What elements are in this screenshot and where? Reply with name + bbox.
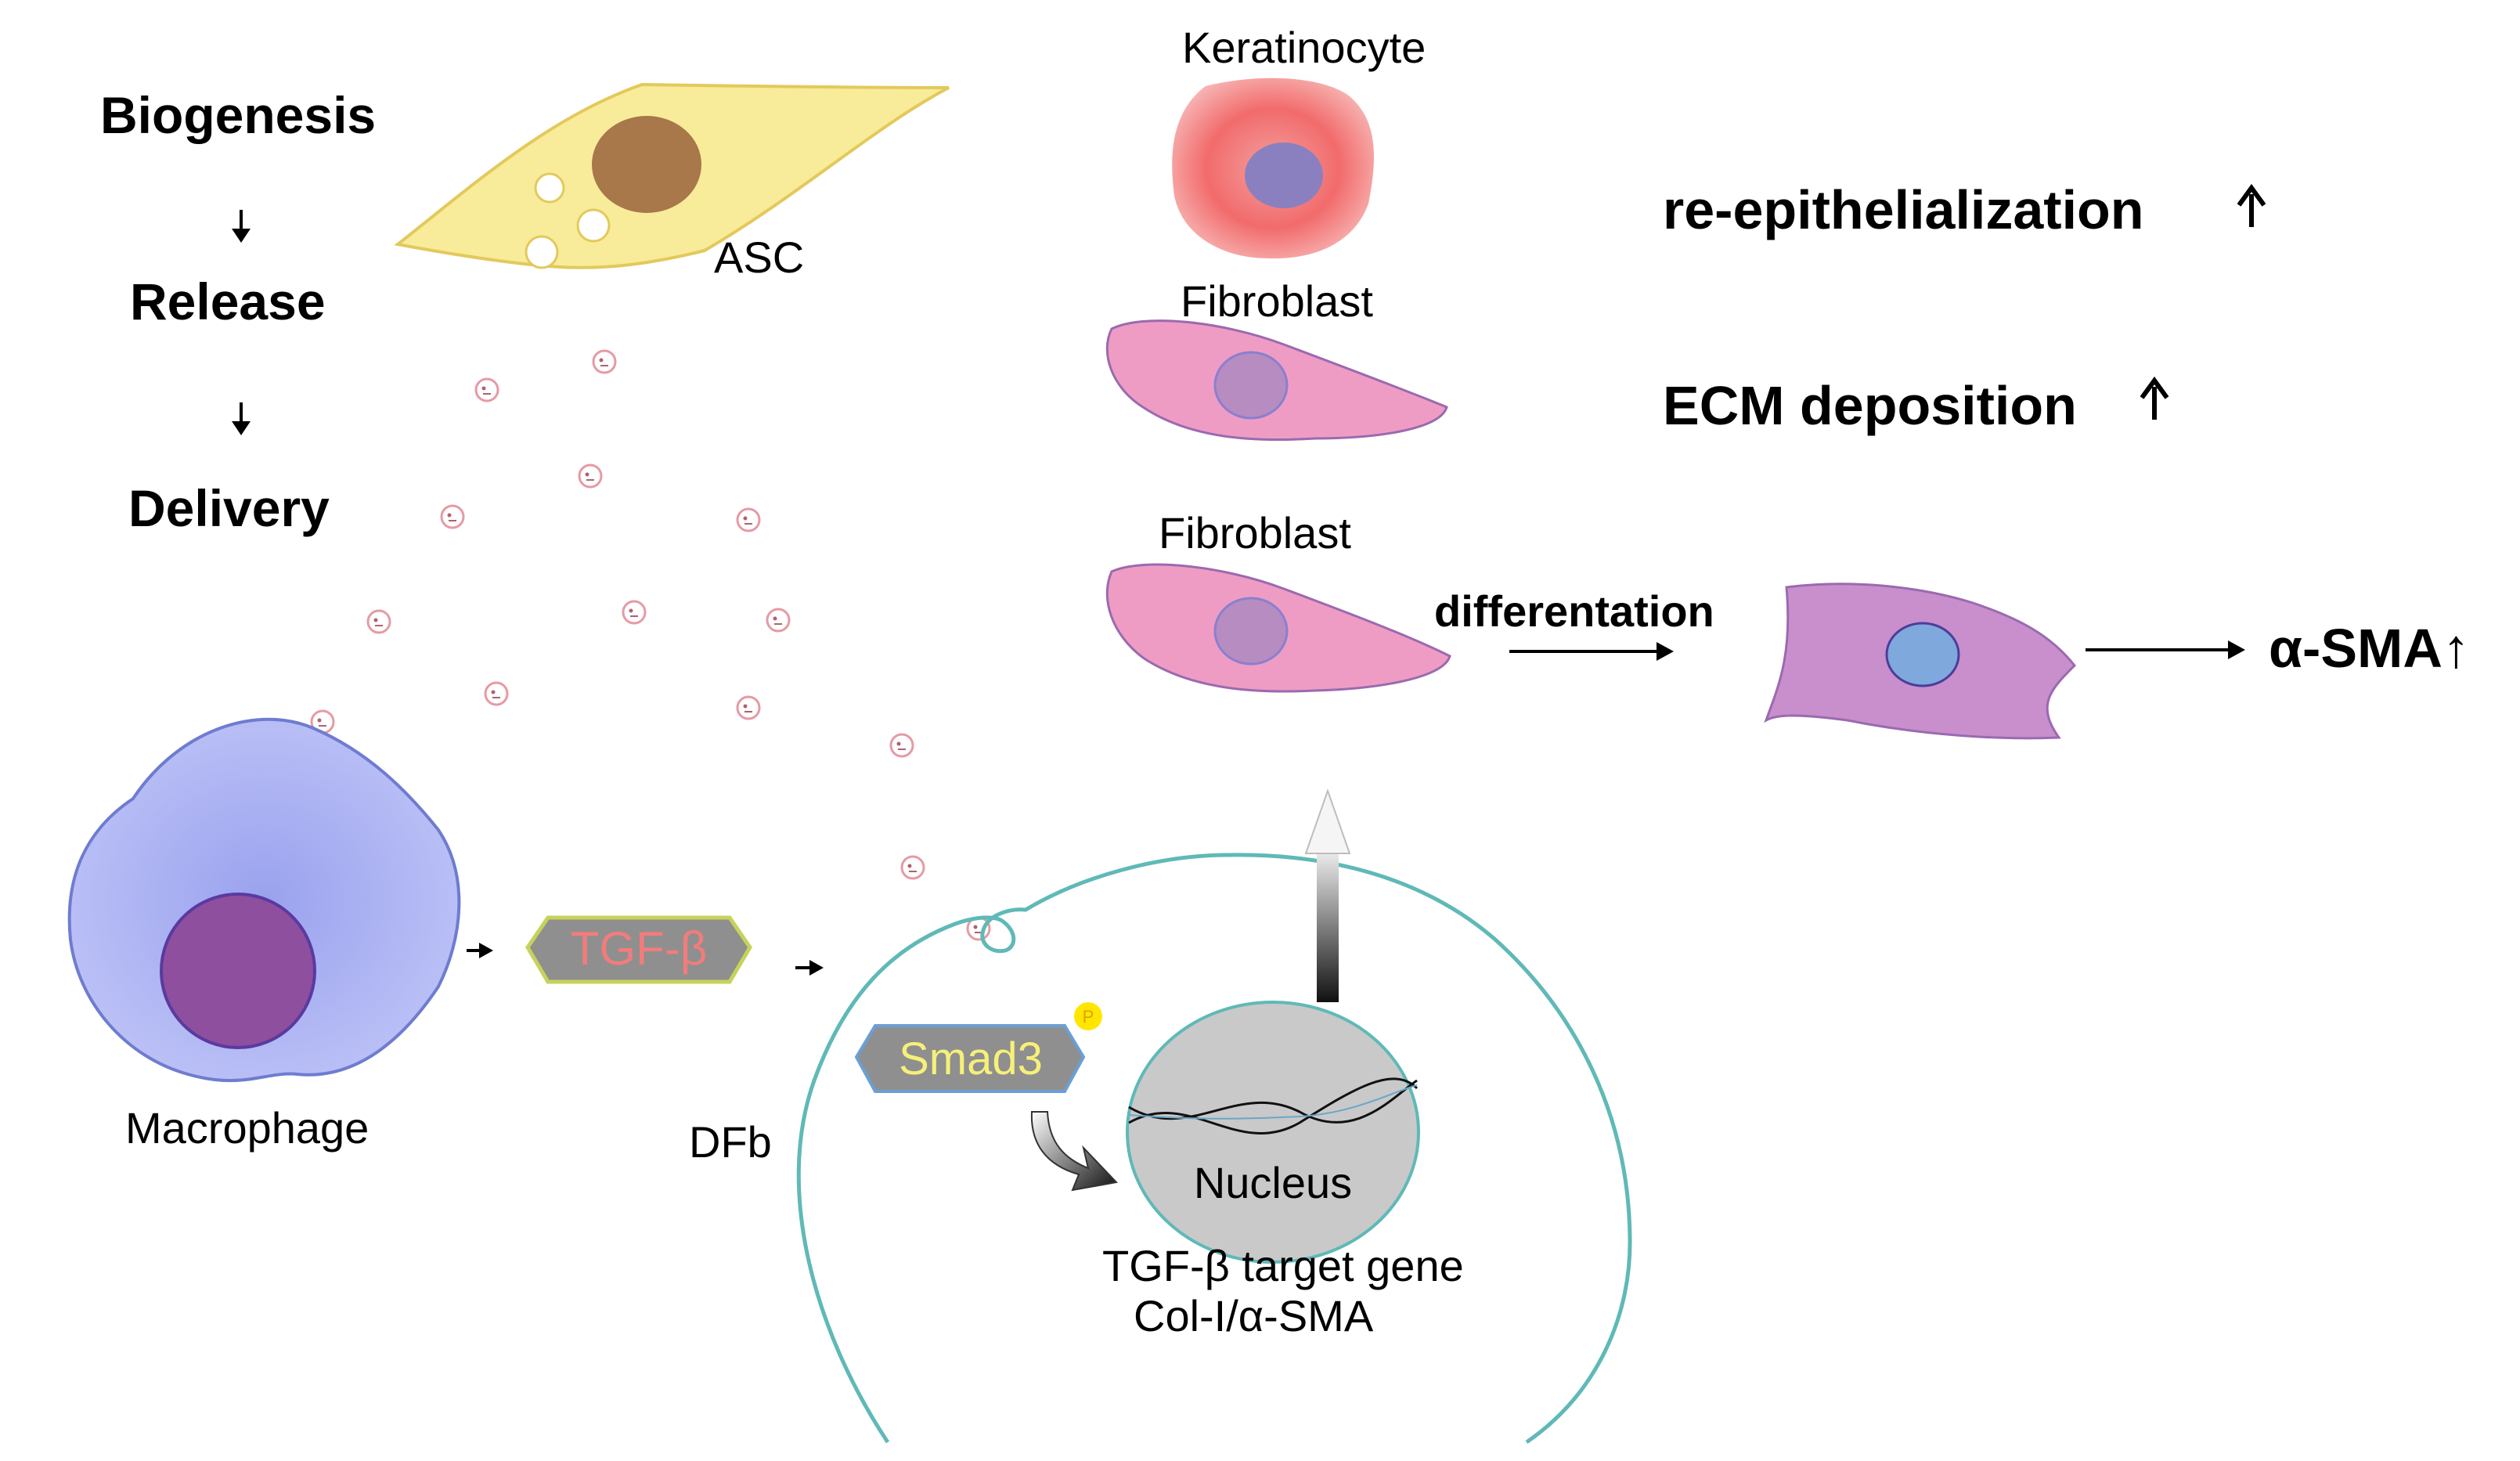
myofibroblast-nucleus — [1885, 622, 1960, 687]
dna-strand-icon — [1128, 1077, 1419, 1135]
fibroblast-mid-cell — [1105, 563, 1451, 693]
phospho-label: P — [1083, 1007, 1094, 1026]
asma-label: α-SMA↑ — [2269, 618, 2470, 679]
upregulation-arrow-icon — [1304, 788, 1351, 1002]
asc-cell — [394, 82, 950, 269]
exosome-vesicle — [889, 733, 914, 758]
keratinocyte-label: Keratinocyte — [1182, 23, 1426, 72]
fibroblast-top-nucleus — [1213, 351, 1289, 420]
step-biogenesis: Biogenesis — [100, 86, 376, 144]
arrow-icon — [467, 943, 493, 958]
exosome-vesicle — [592, 349, 617, 374]
macrophage-label: Macrophage — [125, 1103, 369, 1153]
arrow-icon — [1509, 642, 1674, 661]
up-arrow-icon — [2140, 376, 2169, 420]
keratinocyte-nucleus — [1245, 142, 1323, 208]
down-arrow-icon — [232, 402, 251, 435]
down-arrow-icon — [232, 210, 251, 243]
step-release: Release — [130, 272, 326, 330]
target-gene-line2: Col-I/α-SMA — [1134, 1291, 1374, 1340]
exosome-vesicle — [736, 695, 761, 720]
target-gene-line1: TGF-β target gene — [1102, 1241, 1464, 1290]
fibroblast-mid-nucleus — [1213, 597, 1289, 666]
tgf-beta-badge: TGF-β — [525, 915, 752, 984]
smad3-badge-label: Smad3 — [899, 1034, 1043, 1084]
step-delivery: Delivery — [128, 479, 330, 537]
exosome-vesicle — [578, 464, 603, 489]
fibroblast-top-label: Fibroblast — [1181, 276, 1373, 326]
fibroblast-mid-label: Fibroblast — [1159, 508, 1351, 557]
effect-reepithelialization: re-epithelialization — [1663, 179, 2144, 240]
phosphorylation-marker: P — [1074, 1002, 1102, 1030]
macrophage-nucleus — [160, 893, 316, 1049]
tgf-beta-badge-label: TGF-β — [571, 922, 707, 975]
asc-label: ASC — [714, 233, 804, 282]
nucleus: Nucleus — [1126, 1001, 1420, 1264]
fibroblast-top-cell — [1105, 319, 1448, 442]
myofibroblast-cell — [1764, 583, 2077, 740]
exosome-vesicle — [622, 600, 647, 625]
dfb-cell-membrane — [796, 853, 1632, 1445]
macrophage-cell — [67, 717, 461, 1083]
curved-arrow-icon — [1030, 1111, 1119, 1192]
exosome-vesicle — [484, 681, 509, 706]
arrow-icon — [2086, 640, 2245, 659]
exosome-vesicle — [900, 855, 925, 880]
arrow-icon — [795, 960, 824, 976]
nucleus-label: Nucleus — [1194, 1158, 1352, 1207]
exosome-vesicle — [736, 507, 761, 532]
asc-nucleus — [592, 116, 701, 213]
exosome-vesicle — [474, 377, 499, 402]
exosome-vesicle — [766, 608, 791, 633]
differentiation-label: differentation — [1434, 586, 1714, 636]
up-arrow-icon — [2237, 183, 2266, 227]
dfb-label: DFb — [689, 1117, 772, 1167]
effect-ecm: ECM deposition — [1663, 375, 2077, 436]
exosome-vesicle — [440, 504, 465, 529]
exosome-vesicle — [366, 609, 391, 634]
keratinocyte-cell — [1172, 78, 1374, 259]
smad3-badge: Smad3 — [854, 1024, 1086, 1093]
